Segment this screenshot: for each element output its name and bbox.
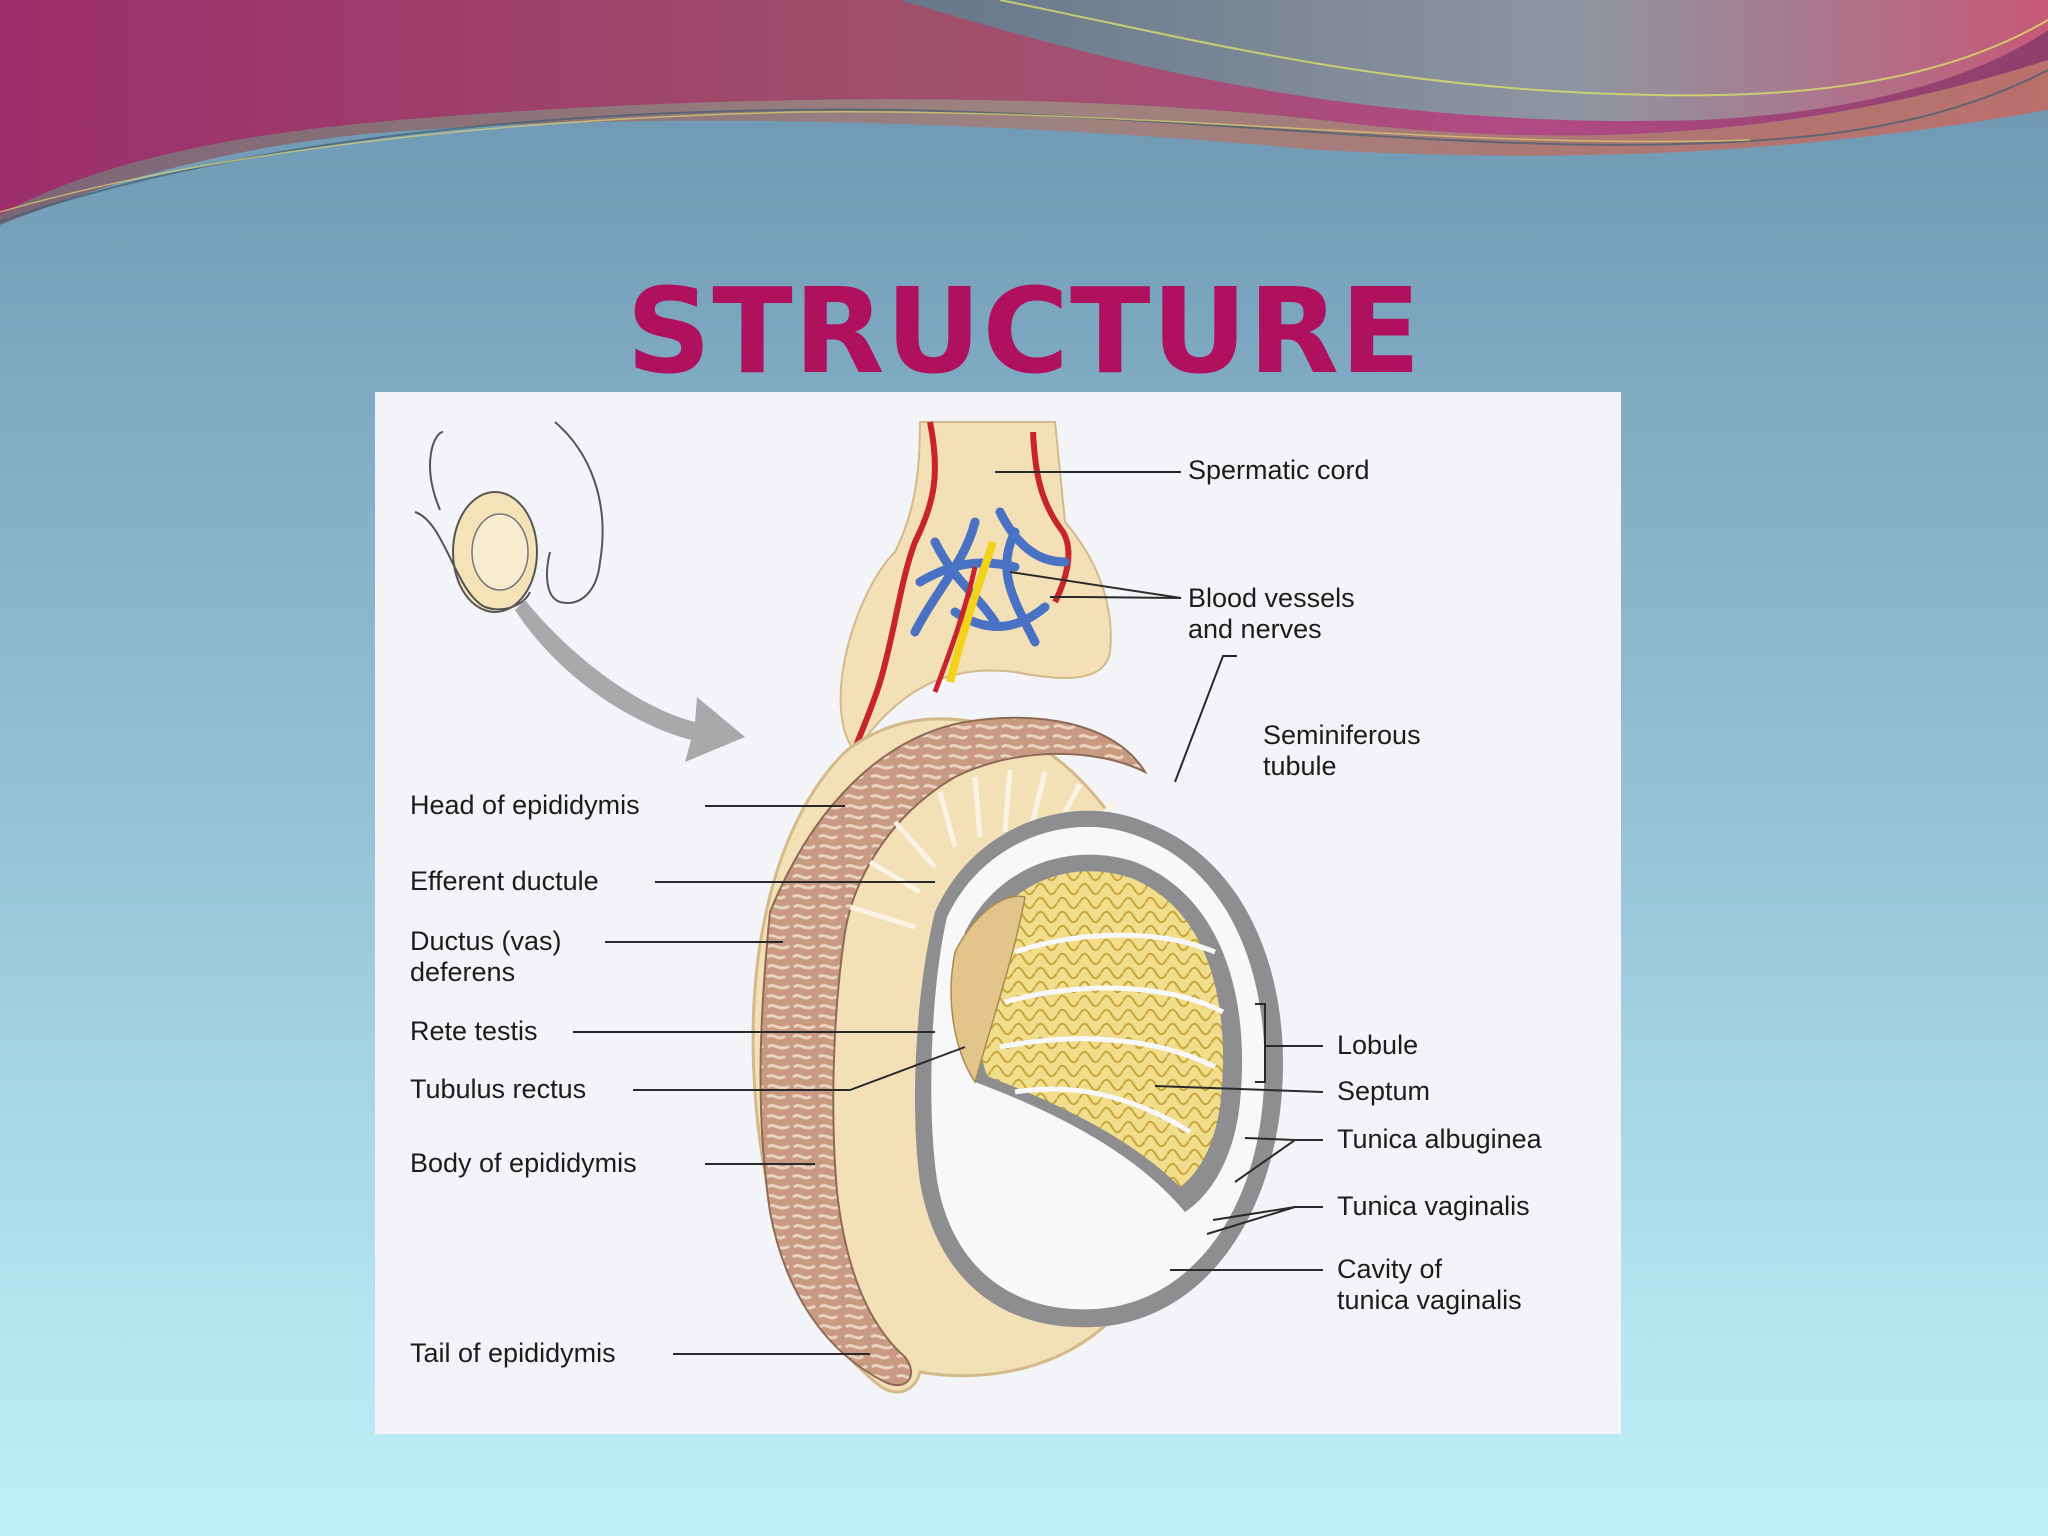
label-rete-testis: Rete testis (410, 1016, 538, 1046)
lobules (974, 871, 1223, 1187)
label-efferent-ductule: Efferent ductule (410, 866, 599, 896)
label-blood-vessels-line1: Blood vessels (1188, 583, 1355, 613)
leader-lines (573, 471, 1324, 1355)
label-tunica-vaginalis: Tunica vaginalis (1337, 1191, 1530, 1221)
septa (999, 932, 1225, 1135)
label-body-of-epididymis: Body of epididymis (410, 1148, 637, 1178)
label-septum: Septum (1337, 1076, 1431, 1106)
label-tail-of-epididymis: Tail of epididymis (410, 1338, 616, 1368)
label-cavity-line1: Cavity of (1337, 1254, 1443, 1284)
arrow-icon (515, 600, 745, 762)
label-lobule: Lobule (1337, 1030, 1419, 1060)
label-ductus-line2: deferens (410, 957, 516, 987)
label-spermatic-cord: Spermatic cord (1188, 455, 1370, 485)
label-ductus-line1: Ductus (vas) (410, 926, 562, 956)
rete-testis (950, 895, 1026, 1084)
inset-location-sketch (414, 421, 604, 613)
label-head-of-epididymis: Head of epididymis (410, 790, 640, 820)
testis-diagram: Spermatic cord Blood vessels and nerves … (375, 392, 1621, 1434)
blood-vessels-and-nerves (910, 507, 1070, 693)
label-tunica-albuginea: Tunica albuginea (1337, 1124, 1542, 1154)
testis-illustration (414, 421, 1324, 1394)
label-tubulus-rectus: Tubulus rectus (410, 1074, 587, 1104)
slide-title: STRUCTURE (626, 262, 1422, 400)
label-seminiferous-line2: tubule (1263, 751, 1337, 781)
decorative-wave-banner (0, 0, 2048, 225)
epididymis-shape (759, 716, 1148, 1387)
label-blood-vessels-line2: and nerves (1188, 614, 1322, 644)
label-seminiferous-line1: Seminiferous (1263, 720, 1421, 750)
label-cavity-line2: tunica vaginalis (1337, 1285, 1522, 1315)
